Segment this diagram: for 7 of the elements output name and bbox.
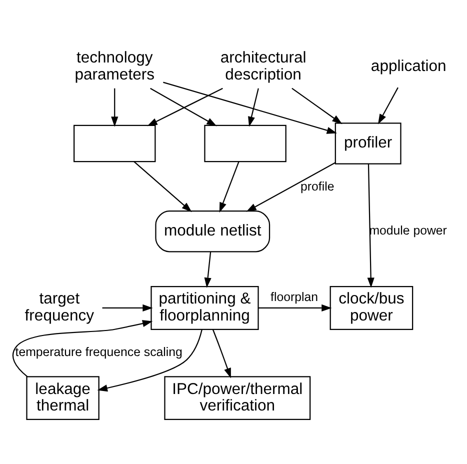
node-text: technology parameters	[74, 49, 154, 84]
node-text: architectural description	[220, 49, 306, 84]
node-text: application	[370, 58, 446, 75]
edge-label: temperature frequence scaling	[15, 344, 182, 359]
node-text: target frequency	[24, 290, 94, 324]
edge-label: floorplan	[270, 289, 318, 304]
edge-label: profile	[300, 179, 334, 194]
